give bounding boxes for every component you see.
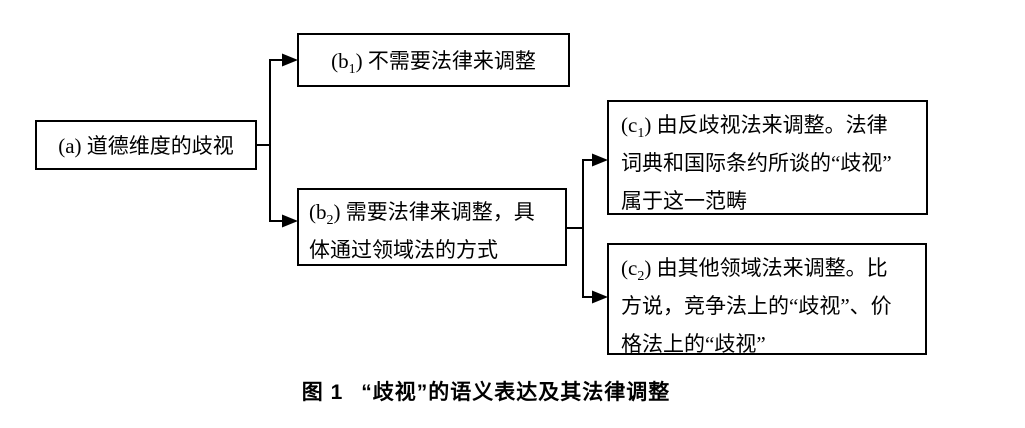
node-c2-id: (c (621, 256, 638, 280)
node-b2-text: ) 需要法律来调整，具 (333, 200, 535, 224)
node-a-id: (a (58, 134, 75, 158)
node-c2-text: ) 由其他领域法来调整。比 (644, 256, 888, 280)
arrowhead-to-c1 (592, 153, 608, 167)
node-b1-label: (b1) 不需要法律来调整 (331, 45, 536, 77)
node-c2-label-line1: (c2) 由其他领域法来调整。比 (621, 249, 919, 287)
node-c2-label-line2: 方说，竞争法上的“歧视”、价 (621, 294, 892, 318)
node-a-label: (a) 道德维度的歧视 (58, 130, 234, 160)
node-b2-subscript: 2 (326, 213, 334, 228)
figure-caption: 图 1 “歧视”的语义表达及其法律调整 (0, 376, 972, 406)
node-a-moral-dimension: (a) 道德维度的歧视 (35, 120, 257, 170)
node-b1-text: ) 不需要法律来调整 (355, 49, 536, 73)
node-b1-subscript: 1 (348, 62, 356, 77)
node-b2-label-line2: 体通过领域法的方式 (309, 238, 498, 262)
node-c1-label-line2: 词典和国际条约所谈的“歧视” (621, 151, 892, 175)
figure-caption-number: 图 1 (301, 381, 344, 404)
node-c1-label-line3: 属于这一范畴 (621, 189, 747, 213)
node-b2-legal-regulation: (b2) 需要法律来调整，具 体通过领域法的方式 (297, 188, 567, 266)
node-c1-label-line1: (c1) 由反歧视法来调整。法律 (621, 106, 920, 144)
node-c1-anti-discrimination-law: (c1) 由反歧视法来调整。法律 词典和国际条约所谈的“歧视” 属于这一范畴 (607, 100, 928, 215)
node-c1-id: (c (621, 113, 638, 137)
node-a-text: ) 道德维度的歧视 (74, 134, 234, 158)
node-b1-id: (b (331, 49, 349, 73)
node-c2-subscript: 2 (637, 269, 645, 284)
node-b2-label-line1: (b2) 需要法律来调整，具 (309, 193, 559, 231)
node-c2-label-line3: 格法上的“歧视” (621, 332, 766, 356)
node-b2-id: (b (309, 200, 327, 224)
figure-caption-title: “歧视”的语义表达及其法律调整 (361, 381, 671, 404)
node-c1-text: ) 由反歧视法来调整。法律 (644, 113, 888, 137)
arrowhead-to-c2 (592, 290, 608, 304)
node-b1-no-legal-regulation: (b1) 不需要法律来调整 (297, 33, 570, 87)
node-c2-other-field-law: (c2) 由其他领域法来调整。比 方说，竞争法上的“歧视”、价 格法上的“歧视” (607, 243, 927, 356)
arrowhead-to-b1 (282, 53, 298, 67)
arrowhead-to-b2 (282, 214, 298, 228)
node-c1-subscript: 1 (637, 126, 645, 141)
